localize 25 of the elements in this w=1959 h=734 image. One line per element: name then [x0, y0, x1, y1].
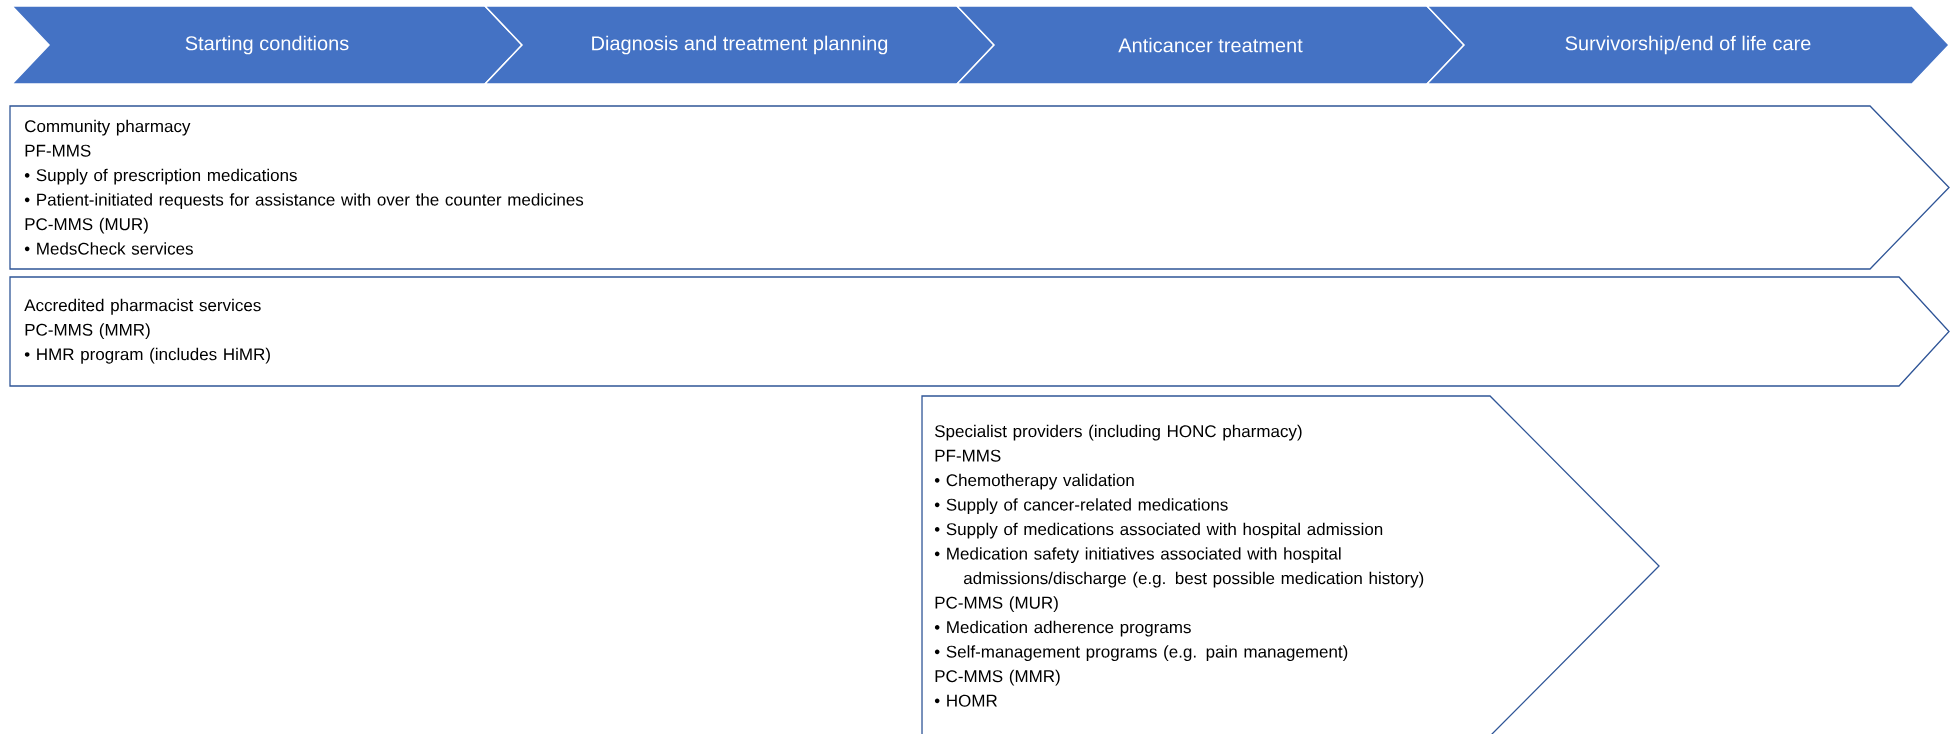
list-item: • Medication safety initiatives associated with hospital admissions/discharge (e.g. best possible medication history) — [934, 547, 1424, 588]
heading: Specialist providers (including HONC pharmacy) — [935, 424, 1302, 441]
heading: Accredited pharmacist services — [24, 298, 261, 315]
stage-banner: Diagnosis and treatment planning — [483, 5, 996, 85]
list-item: PC-MMS (MUR) — [935, 596, 1058, 613]
list-item: PC-MMS (MMR) — [935, 669, 1060, 686]
list-item: • MedsCheck services — [24, 242, 193, 255]
stage-banner: Starting conditions — [10, 5, 524, 85]
list-item: PF-MMS — [935, 449, 1001, 462]
list-item: • Supply of prescription medications — [24, 168, 297, 185]
list-item: • Supply of medications associated with hospital admission — [934, 522, 1383, 539]
heading: Community pharmacy — [25, 119, 191, 136]
list-item: • HMR program (includes HiMR) — [24, 347, 270, 364]
list-item: PC-MMS (MUR) — [25, 217, 148, 234]
list-item: • Chemotherapy validation — [934, 473, 1134, 490]
list-item: • Supply of cancer-related medications — [934, 498, 1228, 515]
list-item: • Medication adherence programs — [934, 620, 1191, 637]
node-label: Survivorship/end of life care — [1565, 35, 1811, 55]
list-item: • Patient-initiated requests for assistance with over the counter medicines — [24, 193, 584, 210]
list-item: PC-MMS (MMR) — [25, 323, 150, 340]
stage-banner: Survivorship/end of life care — [1425, 5, 1951, 85]
stage-banner: Anticancer treatment — [955, 5, 1466, 85]
list-item: PF-MMS — [25, 144, 91, 157]
list-item: • Self-management programs (e.g. pain management) — [934, 645, 1348, 662]
list-item: • HOMR — [934, 694, 997, 707]
